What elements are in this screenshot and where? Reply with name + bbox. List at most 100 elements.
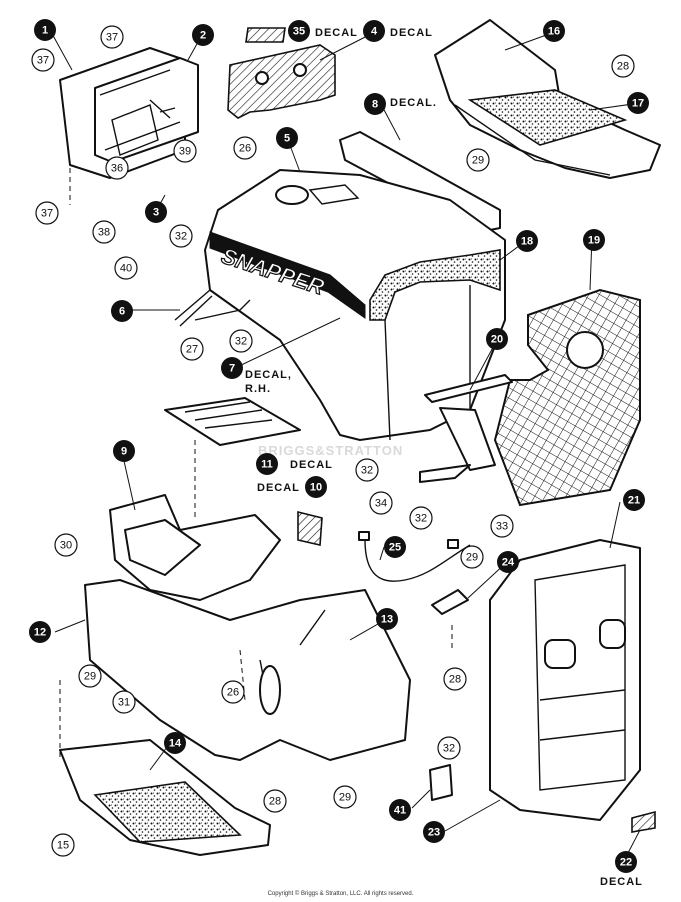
callout-32c: 32 — [355, 458, 379, 482]
callout-number: 28 — [617, 61, 629, 73]
part-4-decal — [227, 44, 336, 119]
callout-number: 15 — [57, 840, 69, 852]
callout-17: 17 — [627, 92, 649, 114]
callout-circle — [221, 357, 243, 379]
decal-label-10: DECAL — [257, 482, 300, 494]
callout-number: 2 — [200, 30, 206, 42]
part-41-bracket — [429, 764, 453, 801]
callout-circle — [145, 201, 167, 223]
callout-circle — [490, 514, 514, 538]
callout-number: 40 — [120, 263, 132, 275]
callout-number: 24 — [502, 557, 515, 569]
callout-circle — [51, 833, 75, 857]
callout-29a: 29 — [466, 148, 490, 172]
callout-24: 24 — [497, 551, 519, 573]
callout-number: 18 — [521, 236, 533, 248]
callout-20: 20 — [486, 328, 508, 350]
callout-circle — [54, 533, 78, 557]
decal-label-8: DECAL. — [390, 97, 437, 109]
callout-circle — [221, 680, 245, 704]
callout-number: 30 — [60, 540, 72, 552]
callout-29b: 29 — [460, 545, 484, 569]
callout-25: 25 — [384, 536, 406, 558]
part-21-frame — [489, 539, 641, 821]
part-5-hood: SNAPPER — [204, 169, 506, 441]
callout-circle — [35, 201, 59, 225]
callout-36: 36 — [105, 156, 129, 180]
callout-circle — [233, 136, 257, 160]
callout-number: 11 — [261, 459, 273, 471]
callout-circle — [276, 127, 298, 149]
decal-label-35: DECAL — [315, 27, 358, 39]
callout-circle — [31, 48, 55, 72]
callout-1: 1 — [34, 19, 56, 41]
callout-7: 7 — [221, 357, 243, 379]
callout-26b: 26 — [221, 680, 245, 704]
callout-number: 4 — [371, 26, 378, 38]
decal-label-7-line2: R.H. — [245, 383, 271, 395]
decal-label-4: DECAL — [390, 27, 433, 39]
callout-19: 19 — [583, 229, 605, 251]
callout-circle — [78, 664, 102, 688]
part-16-panel — [434, 19, 661, 179]
callout-circle — [92, 220, 116, 244]
callout-11: 11 — [256, 453, 278, 475]
callout-circle — [516, 230, 538, 252]
callout-circle — [192, 24, 214, 46]
callout-32d: 32 — [409, 506, 433, 530]
callout-circle — [288, 20, 310, 42]
callout-circle — [583, 229, 605, 251]
decal-label-7-line1: DECAL, — [245, 369, 292, 381]
callout-28a: 28 — [611, 54, 635, 78]
callout-number: 19 — [588, 235, 600, 247]
callout-number: 32 — [175, 231, 187, 243]
callout-number: 26 — [227, 687, 239, 699]
part-9-seat — [109, 494, 281, 601]
callout-32a: 32 — [169, 224, 193, 248]
callout-28b: 28 — [443, 667, 467, 691]
callout-37b: 37 — [31, 48, 55, 72]
callout-number: 32 — [415, 513, 427, 525]
part-12-panel — [84, 579, 411, 761]
part-35-decal — [245, 27, 286, 43]
callout-circle — [100, 25, 124, 49]
callout-13: 13 — [376, 608, 398, 630]
callout-circle — [623, 489, 645, 511]
decal-label-11: DECAL — [290, 459, 333, 471]
assembly-lines — [59, 168, 453, 760]
callout-number: 35 — [293, 26, 305, 38]
callout-number: 37 — [37, 55, 49, 67]
callout-10: 10 — [305, 476, 327, 498]
callout-18: 18 — [516, 230, 538, 252]
callout-29c: 29 — [78, 664, 102, 688]
part-1-cover — [59, 47, 199, 179]
callout-circle — [229, 329, 253, 353]
callout-circle — [409, 506, 433, 530]
callout-number: 23 — [428, 827, 440, 839]
callout-circle — [113, 440, 135, 462]
callout-16: 16 — [543, 20, 565, 42]
callout-circle — [443, 667, 467, 691]
part-14-footrest — [59, 739, 271, 856]
callout-37a: 37 — [100, 25, 124, 49]
callout-34: 34 — [369, 491, 393, 515]
callout-number: 27 — [186, 344, 198, 356]
callout-circle — [263, 789, 287, 813]
callout-number: 8 — [372, 99, 378, 111]
callout-circle — [486, 328, 508, 350]
callout-circle — [355, 458, 379, 482]
callout-circle — [423, 821, 445, 843]
callout-41: 41 — [389, 799, 411, 821]
callout-number: 29 — [339, 792, 351, 804]
callout-number: 20 — [491, 334, 503, 346]
callout-circle — [112, 690, 136, 714]
callout-number: 37 — [106, 32, 118, 44]
callout-number: 13 — [381, 614, 393, 626]
callout-number: 7 — [229, 363, 235, 375]
callout-number: 16 — [548, 26, 560, 38]
part-11-decal — [164, 397, 301, 446]
callout-number: 36 — [111, 163, 123, 175]
callout-number: 26 — [239, 143, 251, 155]
callout-circle — [611, 54, 635, 78]
